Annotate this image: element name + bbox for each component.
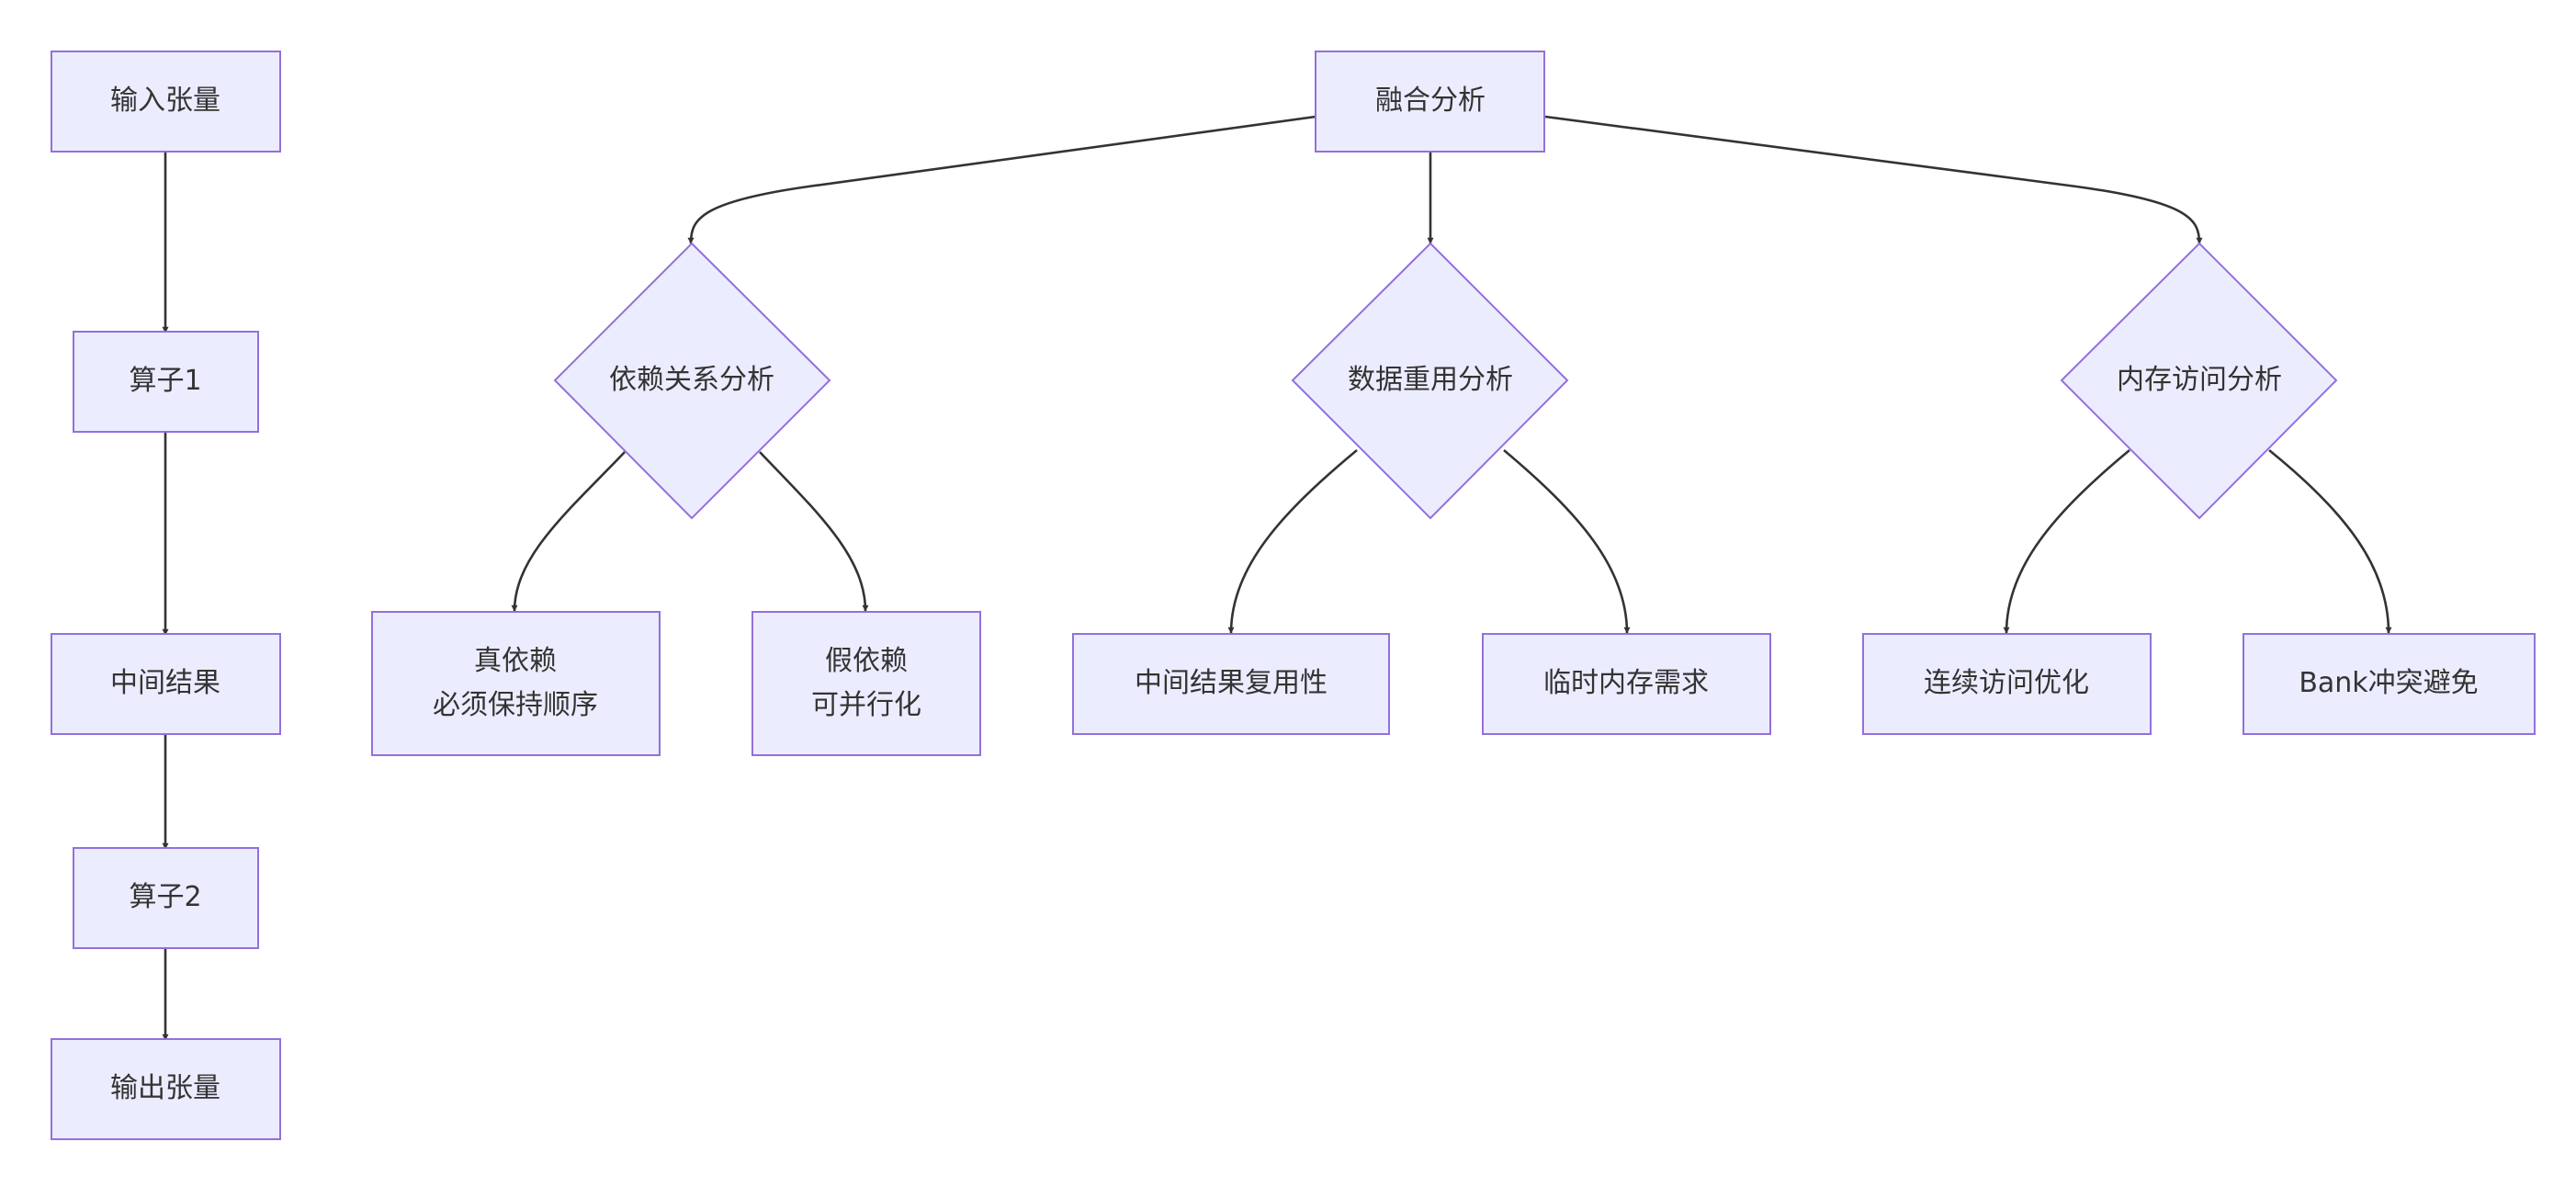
true-dependency-node [371,611,661,756]
edge-dependency-to-false-dependency [759,451,869,612]
temp-memory-node [1482,633,1771,735]
edge-fusion-to-dependency [687,115,1316,244]
edge-memory-access-to-contiguous-access [2003,448,2130,634]
bank-conflict-label: Bank冲突避免 [2299,667,2479,699]
intermediate-node [51,633,281,735]
edge-data-reuse-to-intermediate-reuse [1227,448,1358,634]
op2-label: 算子2 [129,881,202,913]
false-dependency-node [751,611,981,756]
false-dependency-line2: 可并行化 [811,689,921,721]
false-dependency-line1: 假依赖 [825,645,908,677]
dependency-analysis-label: 依赖关系分析 [609,364,774,396]
bank-conflict-node [2243,633,2536,735]
op2-node [73,847,259,949]
data-reuse-analysis-node [1291,242,1569,520]
intermediate-reuse-label: 中间结果复用性 [1135,667,1328,699]
true-dependency-line2: 必须保持顺序 [433,689,598,721]
edge-fusion-to-memory-access [1544,115,2203,244]
edge-data-reuse-to-temp-memory [1503,449,1631,634]
input-tensor-node [51,51,281,153]
false-dependency-label: 假依赖 可并行化 [811,639,921,728]
fusion-analysis-node [1315,51,1545,153]
edge-memory-access-to-bank-conflict [2268,448,2392,634]
output-tensor-node [51,1038,281,1140]
memory-access-analysis-node [2060,242,2338,520]
contiguous-access-label: 连续访问优化 [1924,667,2089,699]
true-dependency-label: 真依赖 必须保持顺序 [433,639,598,728]
intermediate-label: 中间结果 [110,667,220,699]
true-dependency-line1: 真依赖 [474,645,557,677]
data-reuse-analysis-label: 数据重用分析 [1348,364,1513,396]
output-tensor-label: 输出张量 [110,1072,220,1104]
fusion-analysis-label: 融合分析 [1375,85,1486,117]
intermediate-reuse-node [1072,633,1390,735]
op1-label: 算子1 [129,365,202,397]
edge-dependency-to-true-dependency [511,451,626,612]
memory-access-analysis-label: 内存访问分析 [2117,364,2282,396]
contiguous-access-node [1862,633,2152,735]
input-tensor-label: 输入张量 [110,85,220,117]
temp-memory-label: 临时内存需求 [1543,667,1709,699]
dependency-analysis-node [553,242,831,520]
op1-node [73,331,259,433]
